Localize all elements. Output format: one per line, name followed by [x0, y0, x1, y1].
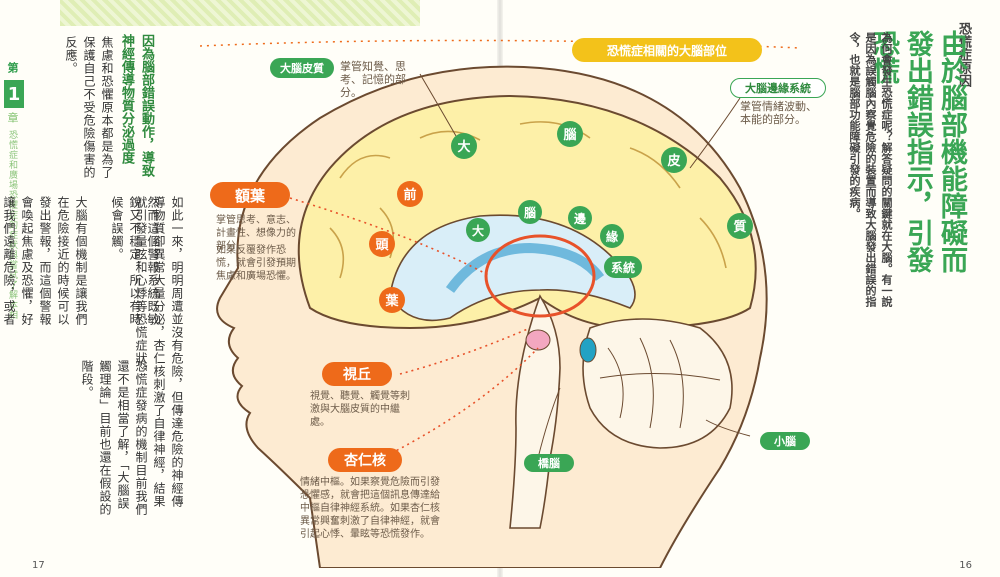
cortex-char-2: 腦: [563, 127, 576, 143]
amygdala-label: 杏仁核: [328, 448, 402, 472]
cortex-desc: 掌管知覺、思考、記憶的部分。: [340, 60, 406, 99]
cortex-ring-chars: 大 腦 皮 質: [451, 121, 753, 239]
page-number-left: 17: [32, 560, 45, 571]
frontal-label: 額葉: [210, 182, 290, 208]
amygdala-desc: 情緒中樞。如果察覺危險而引發恐懼感，就會把這個訊息傳達給中樞自律神經系統。如果杏…: [300, 477, 440, 540]
cerebellum-label: 小腦: [760, 432, 810, 450]
top-decor-strip: [60, 0, 420, 26]
chapter-label: 第: [6, 62, 19, 73]
frontal-desc-2: 如果反覆發作恐慌，就會引發預期焦慮和廣場恐懼。: [216, 245, 296, 282]
thalamus-desc: 視覺、聽覺、觸覺等刺激與大腦皮質的中繼處。: [310, 391, 410, 428]
diagram-header: 恐慌症相關的大腦部位: [572, 38, 762, 62]
chapter-side-text: 恐慌症和廣場恐懼症的症狀與嘗試了解本相: [7, 130, 17, 320]
limbic-char-4: 緣: [606, 229, 618, 244]
limbic-char-5: 系統: [611, 260, 635, 275]
intro-text: 為何會發生恐慌症呢？解答疑問的關鍵就在大腦。有一說是因為誤觸腦內察覺危險的裝置而…: [848, 32, 893, 307]
thalamus-label: 視丘: [322, 362, 392, 386]
chapter-number: 1: [4, 80, 24, 108]
frontal-ring-chars: 前 頭 葉: [369, 181, 423, 313]
limbic-char-1: 大: [472, 223, 484, 238]
brain-diagram: 大 腦 皮 質 大 腦 邊 緣 系統 前 頭 葉: [199, 39, 801, 568]
chapter-unit: 章: [6, 112, 19, 123]
main-title: 由於腦部機能障礙而發出錯誤指示，引發恐慌: [868, 30, 967, 273]
limbic-system: [389, 214, 636, 322]
limbic-ring-chars: 大 腦 邊 緣 系統: [466, 200, 642, 278]
page-number-right: 16: [959, 560, 972, 571]
amygdala-marker: [525, 329, 551, 351]
limbic-char-2: 腦: [524, 205, 536, 220]
paragraph-1: 焦慮和恐懼原本都是為了保護自己不受危險傷害的反應。: [64, 36, 114, 179]
thalamus-marker: [484, 234, 596, 318]
cortex-char-3: 皮: [666, 153, 680, 169]
limbic-label: 大腦邊緣系統: [730, 78, 826, 98]
cortex-char-1: 大: [457, 139, 470, 155]
category-label: 恐慌症原因: [956, 22, 971, 87]
cerebellum: [582, 318, 733, 449]
frontal-desc: 掌管思考、意志、計畫性、想像力的部分。: [216, 215, 296, 252]
cortex-char-4: 質: [733, 219, 746, 235]
limbic-desc: 掌管情緒波動、本能的部分。: [740, 100, 817, 126]
frontal-char-3: 葉: [384, 293, 399, 309]
pons-marker: [579, 337, 597, 363]
paragraph-5: 恐慌症發病的機制目前我們還不是相當了解，「大腦誤觸理論」目前也還在假設的階段。: [80, 360, 148, 516]
frontal-char-2: 頭: [375, 238, 389, 253]
paragraph-3: 然而這個警報系統既敏銳又不穩定，所以有時候會誤觸。: [110, 196, 160, 326]
subheading: 因為腦部錯誤動作，導致神經傳導物質分泌過度: [119, 34, 154, 177]
cortex-label: 大腦皮質: [270, 58, 334, 78]
frontal-char-1: 前: [403, 187, 416, 203]
paragraph-4: 如此一來，明明周遭並沒有危險，但傳達危險的神經傳導物質卻異常大量分泌，杏仁核刺激…: [134, 196, 184, 508]
limbic-char-3: 邊: [574, 211, 586, 226]
pons-label: 橋腦: [524, 454, 574, 472]
paragraph-2: 大腦有個機制是讓我們在危險接近的時候可以發出警報，而這個警報會喚起焦慮及恐懼，好…: [2, 196, 88, 326]
